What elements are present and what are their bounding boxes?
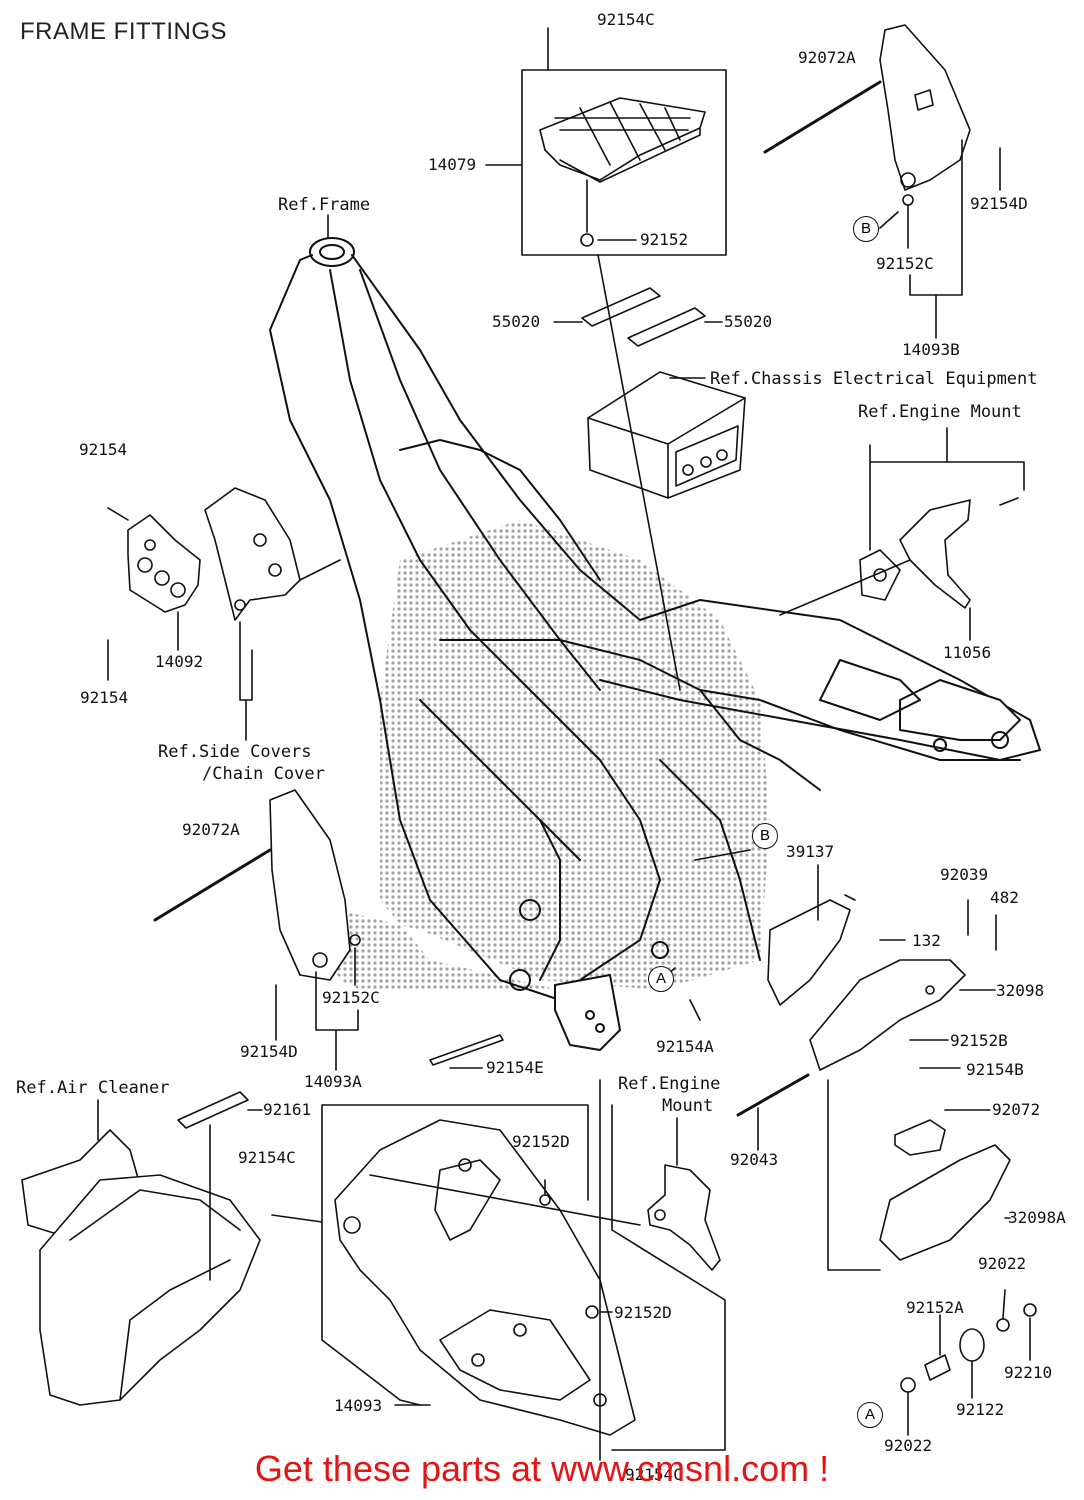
callout-b-top: B (853, 216, 879, 242)
part-label-92072A-top: 92072A (798, 48, 856, 67)
ref-air-cleaner-label: Ref.Air Cleaner (16, 1078, 170, 1098)
part-label-92122: 92122 (956, 1400, 1005, 1419)
cover-14093B (879, 24, 971, 206)
motorcycle-frame (269, 237, 1041, 1051)
battery (587, 371, 746, 499)
part-label-92154D-mid: 92154D (240, 1042, 298, 1061)
part-label-92152D-lower: 92152D (614, 1303, 672, 1322)
ref-engine-mount-lower-label-2: Mount (662, 1096, 714, 1116)
chain-guard-32098A (879, 1144, 1011, 1261)
part-label-55020-right: 55020 (724, 312, 773, 331)
part-label-92154C-bottom: 92154C (625, 1465, 683, 1484)
part-label-92154-upper: 92154 (79, 440, 128, 459)
engine-mount-bracket-11056 (859, 499, 971, 609)
ref-engine-mount-upper-label: Ref.Engine Mount (858, 402, 1022, 422)
part-label-132: 132 (912, 931, 941, 950)
part-label-14093A: 14093A (304, 1072, 362, 1091)
ref-engine-mount-lower-label-1: Ref.Engine (618, 1074, 721, 1094)
page-title: FRAME FITTINGS (20, 18, 227, 45)
bolt-92043 (736, 1073, 810, 1117)
callout-b-mid: B (752, 823, 778, 849)
part-label-39137: 39137 (786, 842, 835, 861)
pad-92161 (177, 1091, 249, 1129)
air-cleaner (21, 1129, 261, 1406)
part-label-92022-upper: 92022 (978, 1254, 1027, 1273)
ref-side-covers-label: Ref.Side Covers (158, 742, 312, 762)
part-label-92152: 92152 (640, 230, 689, 249)
hardware-bottom-right (900, 1303, 1037, 1393)
part-label-92152B: 92152B (950, 1031, 1008, 1050)
watermark-link[interactable]: Get these parts at www.cmsnl.com ! (254, 1448, 830, 1489)
bolt-92154E (429, 1034, 504, 1066)
part-label-92072: 92072 (992, 1100, 1041, 1119)
callout-a-bottom: A (857, 1402, 883, 1428)
part-label-92152C-top: 92152C (876, 254, 934, 273)
part-label-92161: 92161 (263, 1100, 312, 1119)
part-label-92043: 92043 (730, 1150, 779, 1169)
part-label-92152D-upper: 92152D (512, 1132, 570, 1151)
ref-chain-cover-label: /Chain Cover (202, 764, 325, 784)
part-label-482: 482 (990, 888, 1019, 907)
part-label-14079: 14079 (428, 155, 477, 174)
part-label-92210: 92210 (1004, 1363, 1053, 1382)
ref-frame-label: Ref.Frame (278, 195, 371, 215)
part-label-55020-left: 55020 (492, 312, 541, 331)
part-label-92039: 92039 (940, 865, 989, 884)
chain-guard-32098 (767, 899, 966, 1071)
part-label-92154C-top: 92154C (597, 10, 655, 29)
part-label-14092: 14092 (155, 652, 204, 671)
cable-tie-92072A-mid (153, 848, 272, 922)
part-label-92072A-mid: 92072A (182, 820, 240, 839)
part-label-14093: 14093 (334, 1396, 383, 1415)
part-label-92152C-mid: 92152C (322, 988, 380, 1007)
skid-plate-14093 (334, 1119, 636, 1436)
pad-55020-right (627, 307, 706, 347)
part-label-92154D-top: 92154D (970, 194, 1028, 213)
background-dot-pattern (300, 520, 770, 990)
part-label-14093B: 14093B (902, 340, 960, 359)
cover-14093A (269, 789, 361, 981)
part-label-92154A: 92154A (656, 1037, 714, 1056)
part-label-92154-lower: 92154 (80, 688, 129, 707)
engine-mount-bracket-lower (647, 1164, 721, 1271)
part-label-92154B: 92154B (966, 1060, 1024, 1079)
bracket-92072 (894, 1119, 946, 1156)
part-label-92022-lower: 92022 (884, 1436, 933, 1455)
part-label-92152A: 92152A (906, 1298, 964, 1317)
pad-55020-left (581, 287, 661, 327)
part-label-32098A: 32098A (1008, 1208, 1066, 1227)
callout-a-mid: A (648, 966, 674, 992)
bracket-14092 (127, 487, 301, 621)
battery-tray-box (521, 69, 727, 256)
part-label-92154E: 92154E (486, 1058, 544, 1077)
part-label-11056: 11056 (943, 643, 992, 662)
part-label-92154C-mid: 92154C (238, 1148, 296, 1167)
ref-chassis-electrical-label: Ref.Chassis Electrical Equipment (710, 369, 1038, 389)
battery-tray-14079 (539, 97, 706, 247)
cable-tie-92072A-top (763, 80, 882, 154)
part-label-32098: 32098 (996, 981, 1045, 1000)
